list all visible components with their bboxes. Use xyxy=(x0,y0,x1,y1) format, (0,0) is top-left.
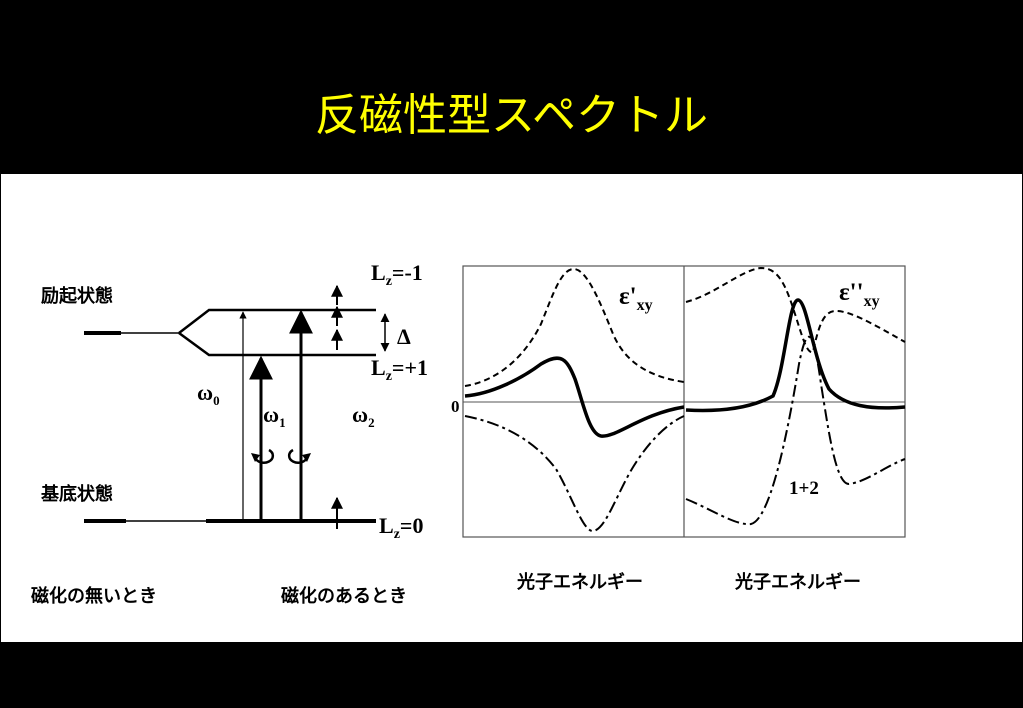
figure-panel: 励起状態 基底状態 Lz=-1 Lz=+1 Lz=0 Δ ω0 ω1 ω2 磁化… xyxy=(1,174,1022,642)
polarization-left-icon xyxy=(251,448,275,464)
excited-state-label: 励起状態 xyxy=(41,285,113,307)
slide-title: 反磁性型スペクトル xyxy=(315,90,708,141)
energy-levels xyxy=(84,284,390,529)
delta-label: Δ xyxy=(397,324,411,349)
omega2-label: ω2 xyxy=(352,402,375,430)
curve-right-dashed xyxy=(685,266,906,354)
lz-zero-label: Lz=0 xyxy=(379,513,423,542)
zero-label: 0 xyxy=(451,397,460,416)
excited-level-lz-plus1 xyxy=(178,331,376,357)
epsilon-prime-label: ε'xy xyxy=(619,283,653,314)
polarization-right-icon xyxy=(287,448,311,464)
curve-left-dashed xyxy=(464,267,685,387)
curve-left-dashdot xyxy=(464,415,685,532)
lz-minus1-label: Lz=-1 xyxy=(371,260,423,289)
omega1-label: ω1 xyxy=(263,402,286,430)
excited-level-lz-minus1 xyxy=(178,308,376,334)
energy-level-and-spectra-diagram: 励起状態 基底状態 Lz=-1 Lz=+1 Lz=0 Δ ω0 ω1 ω2 磁化… xyxy=(31,260,906,607)
caption-no-magnetization: 磁化の無いとき xyxy=(31,585,157,607)
xlabel-right: 光子エネルギー xyxy=(734,571,861,593)
caption-magnetization: 磁化のあるとき xyxy=(281,585,407,607)
xlabel-left: 光子エネルギー xyxy=(516,571,643,593)
curve-left-solid xyxy=(464,356,685,438)
ground-state-label: 基底状態 xyxy=(40,483,113,505)
epsilon-double-prime-label: ε''xy xyxy=(839,279,880,310)
lz-plus1-label: Lz=+1 xyxy=(371,355,428,384)
curve-right-solid xyxy=(685,298,906,413)
curve-right-dashdot xyxy=(685,335,906,526)
omega0-label: ω0 xyxy=(197,380,220,408)
sum-label: 1+2 xyxy=(789,478,819,499)
spectra-plots xyxy=(462,265,906,538)
